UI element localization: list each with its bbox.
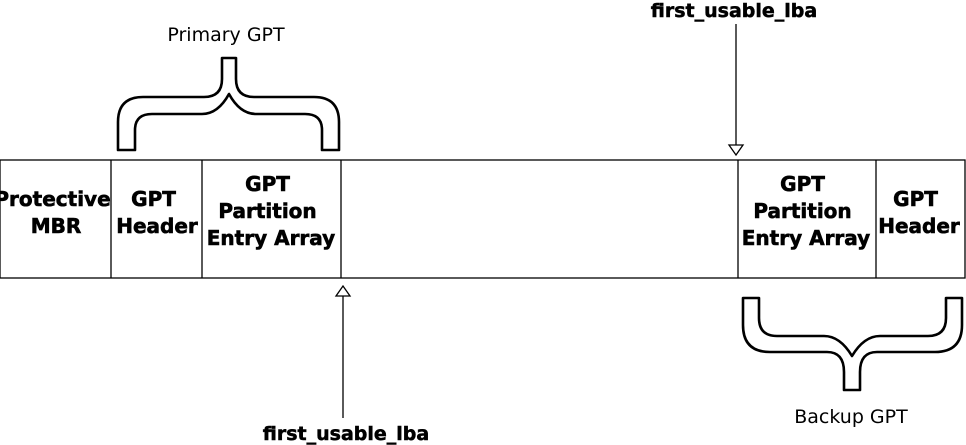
backup-gpt-brace — [741, 296, 964, 392]
segment-label-backup-partition-array: GPT Partition Entry Array — [742, 172, 870, 250]
segment-label-primary-gpt-header: GPT Header — [116, 187, 198, 238]
primary-gpt-label: Primary GPT — [167, 24, 285, 46]
segment-label-backup-gpt-header: GPT Header — [878, 187, 960, 238]
primary-gpt-brace — [116, 56, 341, 152]
backup-gpt-label: Backup GPT — [794, 406, 908, 428]
top-marker-label: first_usable_lba — [651, 0, 817, 22]
segment-label-protective-mbr: Protective MBR — [0, 187, 118, 238]
bottom-marker-label: first_usable_lba — [263, 423, 429, 445]
segment-label-primary-partition-array: GPT Partition Entry Array — [207, 172, 335, 250]
top-marker-arrowhead — [727, 144, 745, 157]
bottom-marker-arrowhead — [334, 284, 352, 297]
disk-bar — [0, 159, 966, 279]
